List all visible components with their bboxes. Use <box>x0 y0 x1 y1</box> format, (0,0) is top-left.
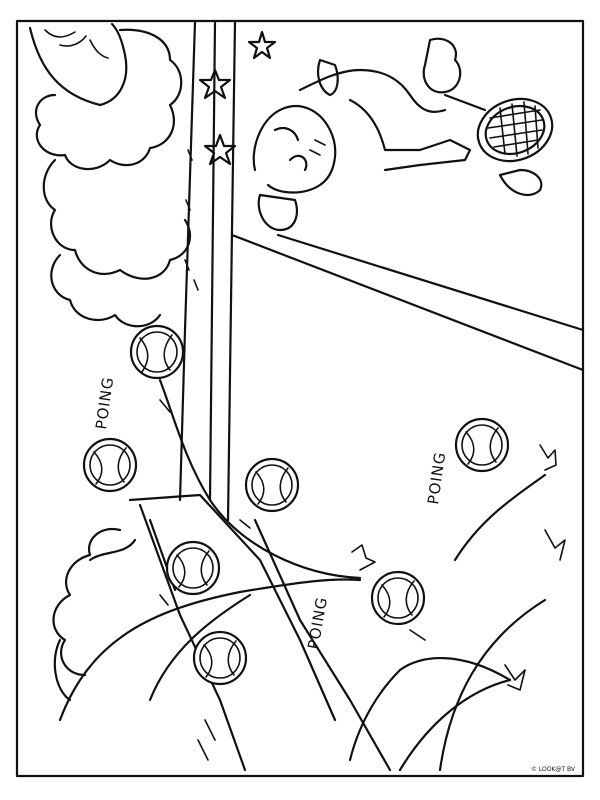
cloud-top <box>34 28 192 328</box>
bounce-trails <box>58 378 566 772</box>
tennis-ball <box>244 457 300 513</box>
sun <box>28 22 128 107</box>
sound-effect-text: POING <box>92 375 117 430</box>
star-icon <box>198 68 232 100</box>
tennis-balls <box>82 324 510 686</box>
tennis-ball <box>454 417 510 473</box>
page-frame <box>15 19 585 778</box>
sound-effect-text: POING <box>424 450 449 505</box>
stars <box>198 30 277 166</box>
tennis-racket <box>443 93 554 197</box>
copyright-text: © LOOK@T BV <box>531 766 576 773</box>
tennis-ball <box>370 570 426 626</box>
cloud-bottom <box>52 527 137 702</box>
star-icon <box>247 30 277 60</box>
tennis-ball <box>82 437 138 493</box>
tennis-ball <box>165 540 221 596</box>
star-icon <box>203 133 237 166</box>
tennis-ball <box>129 324 185 380</box>
tennis-player <box>252 37 472 232</box>
tennis-ball <box>192 630 248 686</box>
sound-effect-text: POING <box>304 595 331 650</box>
